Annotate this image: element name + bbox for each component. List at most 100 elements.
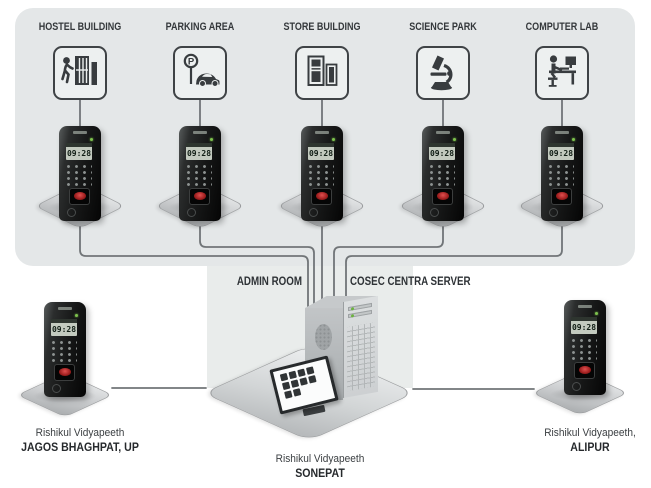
device-speaker <box>572 382 581 391</box>
biometric-terminal-computer: 09:28 <box>541 126 583 221</box>
device-time: 09:28 <box>186 149 212 158</box>
parking-area-tile: P <box>173 46 227 100</box>
site-caption-center: Rishikul Vidyapeeth SONEPAT <box>242 453 398 480</box>
device-status-led <box>453 138 456 141</box>
device-speaker <box>549 208 558 217</box>
fingerprint-reader <box>551 188 572 205</box>
device-speaker <box>187 208 196 217</box>
person-at-computer-icon <box>548 55 576 87</box>
location-label-parking: PARKING AREA <box>165 21 235 33</box>
device-status-led <box>210 138 213 141</box>
site-name: Rishikul Vidyapeeth, <box>544 427 636 439</box>
device-screen: 09:28 <box>186 143 212 160</box>
fingerprint-sensor <box>578 366 591 374</box>
terminal-device-body: 09:28 <box>301 126 343 221</box>
biometric-terminal-site-right: 09:28 <box>564 300 606 395</box>
device-brand-plate <box>555 131 569 134</box>
app-tile <box>281 381 291 391</box>
site-place: SONEPAT <box>295 468 345 480</box>
site-name: Rishikul Vidyapeeth <box>35 427 125 439</box>
parking-sign-car-icon: P <box>183 53 220 87</box>
fingerprint-sensor <box>315 192 328 200</box>
site-place: ALIPUR <box>570 442 610 454</box>
fingerprint-reader <box>574 362 595 379</box>
server-led <box>351 314 354 318</box>
device-brand-plate <box>315 131 329 134</box>
app-tile <box>288 370 297 380</box>
device-time: 09:28 <box>66 149 92 158</box>
device-speaker <box>52 384 61 393</box>
device-keypad <box>67 165 92 187</box>
device-status-led <box>90 138 93 141</box>
device-brand-plate <box>436 131 450 134</box>
device-screen-statusbar <box>51 319 77 323</box>
device-screen: 09:28 <box>548 143 574 160</box>
location-label-computer: COMPUTER LAB <box>525 21 599 33</box>
device-status-led <box>572 138 575 141</box>
site-place: JAGOS BHAGHPAT, UP <box>21 442 139 454</box>
fingerprint-reader <box>69 188 90 205</box>
terminal-device-body: 09:28 <box>44 302 86 397</box>
device-speaker <box>309 208 318 217</box>
device-screen-statusbar <box>308 143 334 147</box>
fingerprint-sensor <box>436 192 449 200</box>
location-label-hostel: HOSTEL BUILDING <box>38 21 122 33</box>
device-speaker <box>430 208 439 217</box>
device-brand-plate <box>193 131 207 134</box>
device-time: 09:28 <box>571 323 597 332</box>
biometric-terminal-parking: 09:28 <box>179 126 221 221</box>
app-tile <box>292 388 302 397</box>
device-time: 09:28 <box>308 149 334 158</box>
device-screen: 09:28 <box>66 143 92 160</box>
parking-sign-letter: P <box>188 56 195 67</box>
device-keypad <box>187 165 212 187</box>
server-drive-bay <box>348 309 372 319</box>
biometric-terminal-store: 09:28 <box>301 126 343 221</box>
site-caption-left: Rishikul Vidyapeeth JAGOS BHAGHPAT, UP <box>2 427 158 454</box>
store-building-tile <box>295 46 349 100</box>
fingerprint-sensor <box>58 368 71 376</box>
device-keypad <box>549 165 574 187</box>
server-led <box>351 307 354 311</box>
device-screen-statusbar <box>429 143 455 147</box>
centra-server-label: COSEC CENTRA SERVER <box>350 276 471 288</box>
science-park-tile <box>416 46 470 100</box>
device-screen: 09:28 <box>308 143 334 160</box>
terminal-device-body: 09:28 <box>541 126 583 221</box>
biometric-terminal-science: 09:28 <box>422 126 464 221</box>
site-name: Rishikul Vidyapeeth <box>275 453 365 465</box>
terminal-device-body: 09:28 <box>422 126 464 221</box>
biometric-terminal-hostel: 09:28 <box>59 126 101 221</box>
location-label-science: SCIENCE PARK <box>409 21 477 33</box>
device-time: 09:28 <box>548 149 574 158</box>
app-tile <box>299 377 308 386</box>
person-entering-door-icon <box>61 56 97 85</box>
device-status-led <box>75 314 78 317</box>
terminal-device-body: 09:28 <box>59 126 101 221</box>
device-screen-statusbar <box>186 143 212 147</box>
terminal-device-body: 09:28 <box>179 126 221 221</box>
app-tile <box>279 372 289 382</box>
device-screen-statusbar <box>571 317 597 321</box>
device-keypad <box>309 165 334 187</box>
device-status-led <box>595 312 598 315</box>
fingerprint-sensor <box>73 192 86 200</box>
device-brand-plate <box>73 131 87 134</box>
device-keypad <box>572 339 597 361</box>
site-caption-right: Rishikul Vidyapeeth, ALIPUR <box>512 427 651 454</box>
app-tile <box>290 379 300 388</box>
admin-room-label: ADMIN ROOM <box>236 276 302 288</box>
server-tower-side <box>343 295 378 398</box>
terminal-device-body: 09:28 <box>564 300 606 395</box>
fingerprint-sensor <box>555 192 568 200</box>
device-screen: 09:28 <box>51 319 77 336</box>
app-tile <box>308 375 317 384</box>
fingerprint-sensor <box>193 192 206 200</box>
biometric-terminal-site-left: 09:28 <box>44 302 86 397</box>
device-time: 09:28 <box>51 325 77 334</box>
computer-lab-tile <box>535 46 589 100</box>
device-screen: 09:28 <box>429 143 455 160</box>
store-cabinets-icon <box>307 55 338 86</box>
